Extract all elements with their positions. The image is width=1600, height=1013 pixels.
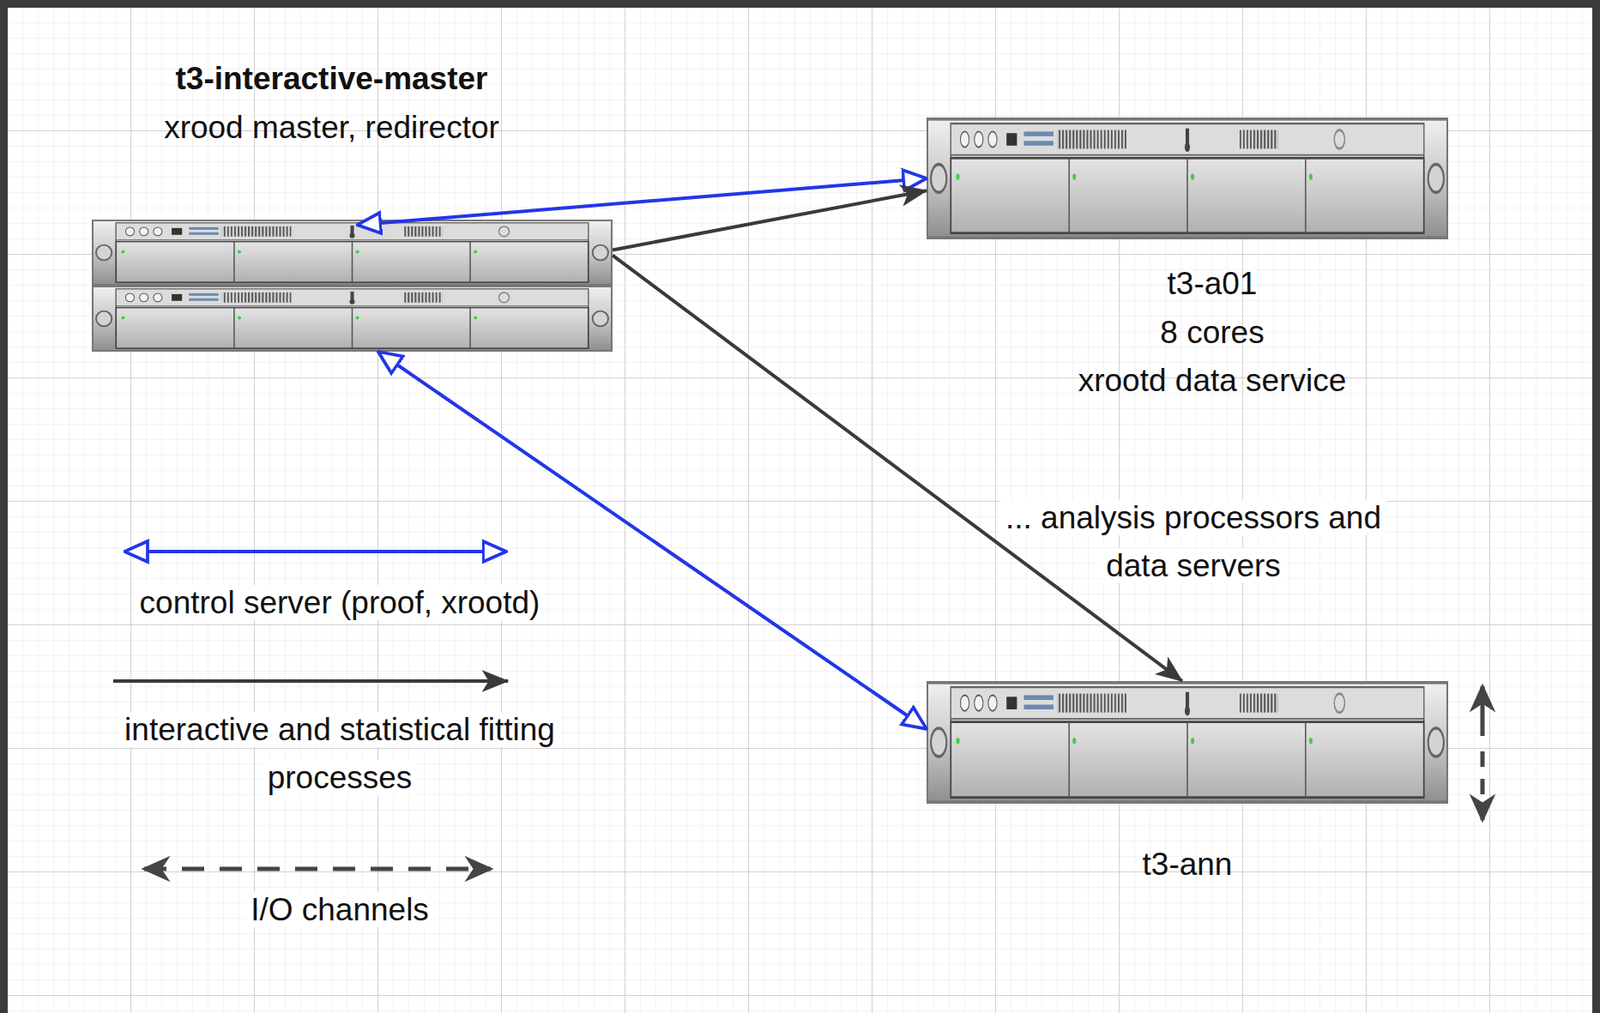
- legend-text: I/O channels: [245, 892, 435, 928]
- canvas: [7, 7, 1593, 1013]
- legend-sample-io: [144, 867, 491, 872]
- connector: [612, 255, 1183, 682]
- legend-text: interactive and statistical fitting proc…: [119, 712, 561, 796]
- server-node: t3-ann: [926, 681, 1449, 804]
- server-node: t3-a018 coresxrootd data service: [926, 117, 1449, 240]
- legend-sample-control: [124, 549, 507, 554]
- legend-text-box: I/O channels: [82, 886, 598, 935]
- node-title: t3-ann: [926, 840, 1449, 889]
- server-unit: [927, 682, 1448, 803]
- annotation-label-box: ... analysis processors and data servers: [987, 494, 1400, 591]
- io-arrow-down: [1480, 751, 1486, 821]
- node-text: 8 cores: [951, 308, 1474, 357]
- node-title: t3-interactive-master: [71, 54, 592, 103]
- legend-text: control server (proof, xrootd): [134, 585, 546, 621]
- node-text: xrood master, redirector: [71, 103, 592, 152]
- grid-minor: [7, 7, 1593, 1013]
- connector: [357, 178, 927, 225]
- legend-text-box: control server (proof, xrootd): [30, 579, 649, 628]
- legend-sample-process: [113, 679, 508, 683]
- legend-text-box: interactive and statistical fitting proc…: [108, 706, 572, 803]
- connector: [378, 351, 927, 730]
- connector: [612, 190, 927, 250]
- server-unit: [92, 220, 612, 285]
- io-arrow-up: [1480, 686, 1486, 737]
- annotation-label: ... analysis processors and data servers: [1000, 500, 1387, 584]
- node-text: xrootd data service: [951, 356, 1474, 405]
- node-title: t3-a01: [951, 259, 1474, 308]
- server-unit: [927, 119, 1448, 238]
- server-node: t3-interactive-masterxrood master, redir…: [91, 219, 613, 352]
- grid-major: [7, 7, 1593, 1013]
- server-unit: [92, 286, 612, 351]
